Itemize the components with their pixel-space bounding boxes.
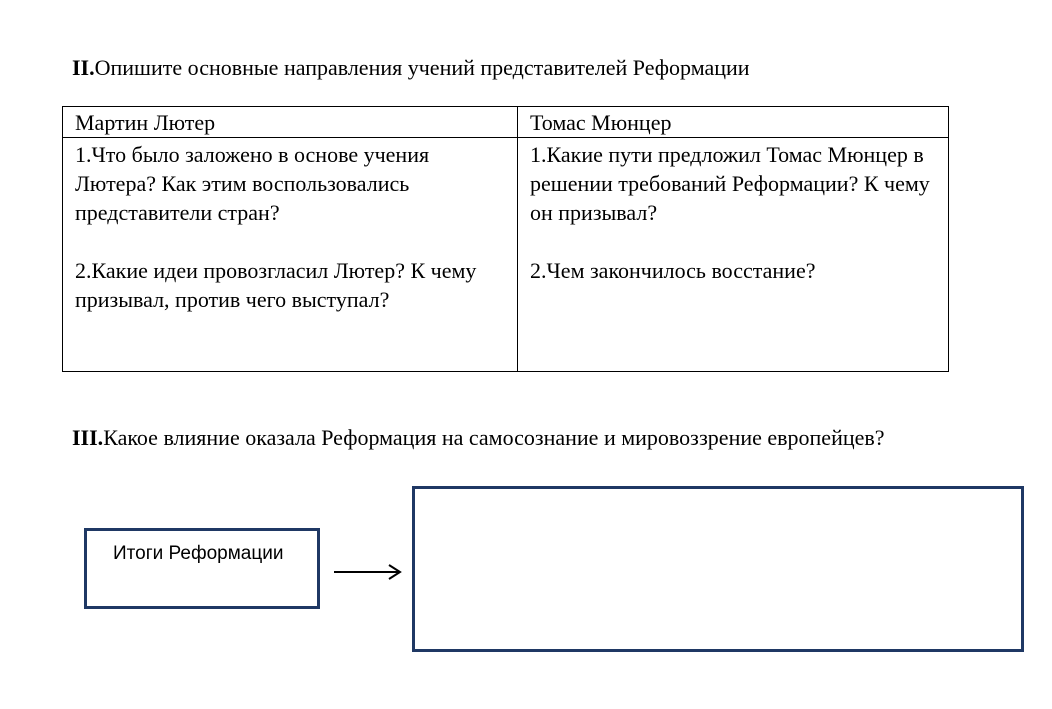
section-3-heading: III.Какое влияние оказала Реформация на … (72, 425, 885, 451)
cell-luther[interactable]: 1.Что было заложено в основе учения Люте… (62, 137, 518, 372)
muntzer-question-1: 1.Какие пути предложил Томас Мюнцер в ре… (530, 142, 930, 225)
cell-muntzer[interactable]: 1.Какие пути предложил Томас Мюнцер в ре… (517, 137, 949, 372)
luther-question-1: 1.Что было заложено в основе учения Люте… (75, 142, 430, 225)
section-2-text: Опишите основные направления учений пред… (94, 55, 750, 80)
table-row: 1.Что было заложено в основе учения Люте… (62, 137, 949, 372)
section-3-number: III. (72, 425, 104, 450)
header-muntzer: Томас Мюнцер (517, 106, 949, 138)
reformation-results-box: Итоги Реформации (84, 528, 320, 609)
section-2-heading: II.Опишите основные направления учений п… (72, 55, 750, 81)
reformers-table: Мартин Лютер Томас Мюнцер 1.Что было зал… (62, 106, 949, 372)
luther-question-2: 2.Какие идеи провозгласил Лютер? К чему … (75, 258, 477, 312)
section-3-text: Какое влияние оказала Реформация на само… (103, 425, 885, 450)
muntzer-question-2: 2.Чем закончилось восстание? (530, 258, 816, 283)
answer-box[interactable] (412, 486, 1024, 652)
table-header-row: Мартин Лютер Томас Мюнцер (62, 106, 949, 138)
section-2-number: II. (72, 55, 95, 80)
right-arrow-icon (334, 564, 402, 580)
reformation-results-label: Итоги Реформации (113, 543, 284, 564)
header-luther: Мартин Лютер (62, 106, 518, 138)
